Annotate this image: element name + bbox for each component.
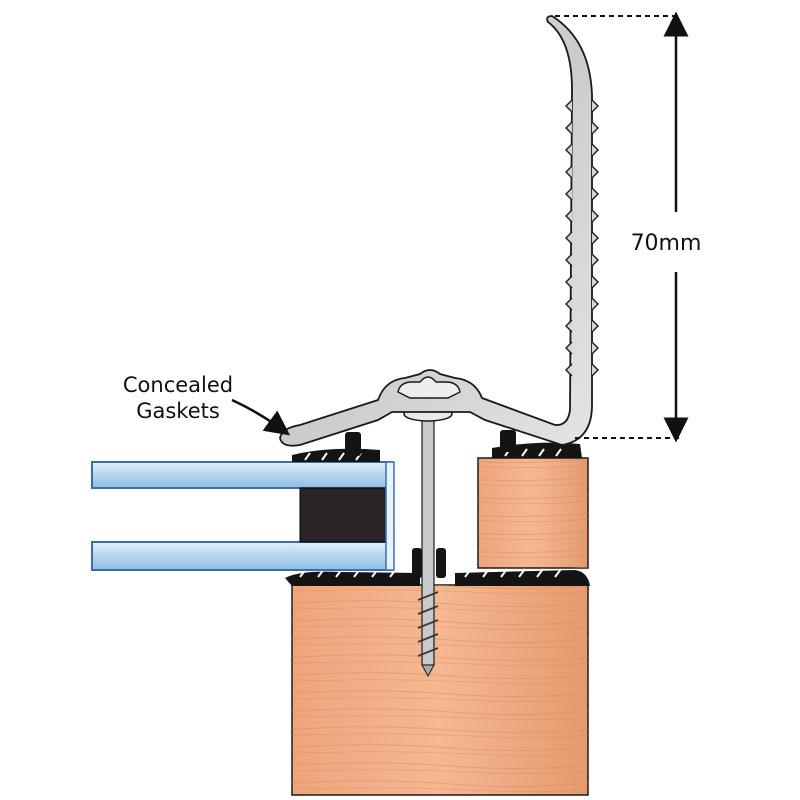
aluminium-cap-profile	[279, 15, 599, 447]
concealed-gaskets	[292, 430, 582, 462]
timber-rafter	[291, 584, 589, 796]
glass-pane-upper	[91, 461, 393, 489]
height-label: 70mm	[631, 231, 702, 256]
glass-pane-lower	[91, 541, 393, 571]
timber-upstand-block	[477, 457, 589, 569]
height-dimension: 70mm	[555, 11, 702, 443]
lower-gasket	[285, 568, 590, 586]
gaskets-label-line1: Concealed	[123, 373, 233, 397]
gaskets-label-line2: Gaskets	[136, 399, 220, 423]
callout-arrow	[231, 398, 291, 436]
gasket-callout: Concealed Gaskets	[123, 373, 291, 436]
double-glazed-unit	[91, 461, 395, 571]
edge-spacer	[299, 487, 393, 543]
